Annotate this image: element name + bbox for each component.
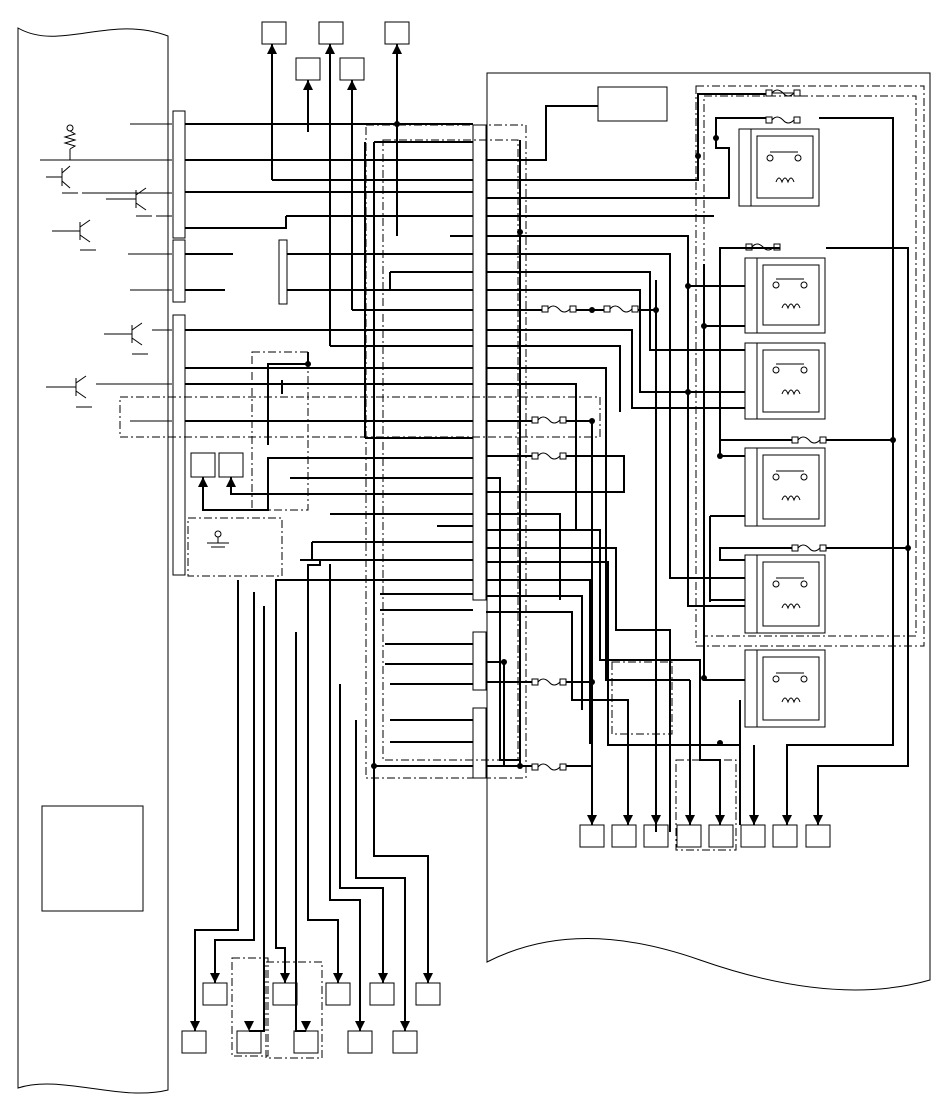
connector-block-3 — [172, 314, 186, 576]
shield-outline-relay-loop — [695, 85, 925, 647]
terminal-box — [236, 1030, 262, 1054]
terminal-box — [261, 21, 287, 45]
terminal-box — [347, 1030, 373, 1054]
terminal-box — [190, 452, 216, 478]
relay-icon — [738, 128, 820, 207]
relay-icon — [744, 554, 826, 634]
terminal-box — [202, 982, 228, 1006]
resistor-icon — [40, 124, 172, 161]
terminal-box — [339, 57, 365, 81]
central-connector-lower-a — [472, 631, 487, 691]
terminal-box — [740, 824, 766, 848]
left-stub-wires — [82, 123, 172, 422]
right-bottom-terminals — [579, 824, 831, 848]
terminal-box — [611, 824, 637, 848]
shield-outline-inner — [382, 139, 519, 761]
central-connector-lower-b — [472, 707, 487, 779]
transistor-icon — [46, 165, 78, 194]
relays — [738, 128, 826, 728]
shield-outline-lower-mid — [611, 661, 673, 735]
shield-outline-lower-right — [675, 759, 737, 851]
fuse-icon — [765, 116, 801, 124]
shield-outline-ground — [187, 517, 283, 577]
transistor-icon — [52, 219, 96, 251]
shield-outline-left-drop — [251, 351, 309, 511]
terminal-box — [579, 824, 605, 848]
right-panel-label-box — [597, 86, 668, 122]
shield-outline-bottom-a — [231, 957, 269, 1057]
central-connector-main — [472, 124, 487, 601]
transistor-icon — [46, 375, 92, 408]
terminal-box — [325, 982, 351, 1006]
bottom-terminals — [181, 982, 441, 1054]
arrowheads — [190, 44, 823, 1031]
relay-icon — [744, 342, 826, 420]
right-fuse-relay-panel — [486, 72, 931, 991]
junction-dots — [305, 121, 911, 769]
terminal-box — [181, 1030, 207, 1054]
relay-icon — [744, 649, 826, 728]
connector-block-1 — [172, 110, 186, 239]
connector-block-2 — [172, 239, 186, 303]
terminal-box — [369, 982, 395, 1006]
terminal-box — [708, 824, 734, 848]
left-panel-inner-box — [41, 805, 144, 912]
terminal-box — [392, 1030, 418, 1054]
shield-outline-bottom-b — [265, 961, 323, 1059]
terminal-box — [415, 982, 441, 1006]
terminal-box — [293, 1030, 319, 1054]
terminal-box — [272, 982, 298, 1006]
transistor-icon — [106, 187, 152, 217]
wiring-harness — [185, 44, 909, 1032]
terminal-box — [676, 824, 702, 848]
terminal-box — [218, 452, 244, 478]
terminal-box — [772, 824, 798, 848]
connector-block-4 — [278, 239, 288, 305]
fuses — [531, 89, 827, 771]
relay-icon — [744, 447, 826, 527]
ground-symbol-icon — [207, 530, 229, 548]
fuse-icon — [541, 305, 577, 313]
terminal-box — [805, 824, 831, 848]
top-terminals — [261, 21, 410, 81]
transistor-icon — [104, 322, 148, 355]
terminal-box — [318, 21, 344, 45]
shield-outline-horizontal — [119, 396, 601, 438]
terminal-box — [384, 21, 410, 45]
transistors — [40, 124, 172, 408]
relay-icon — [744, 257, 826, 334]
terminal-box — [295, 57, 321, 81]
